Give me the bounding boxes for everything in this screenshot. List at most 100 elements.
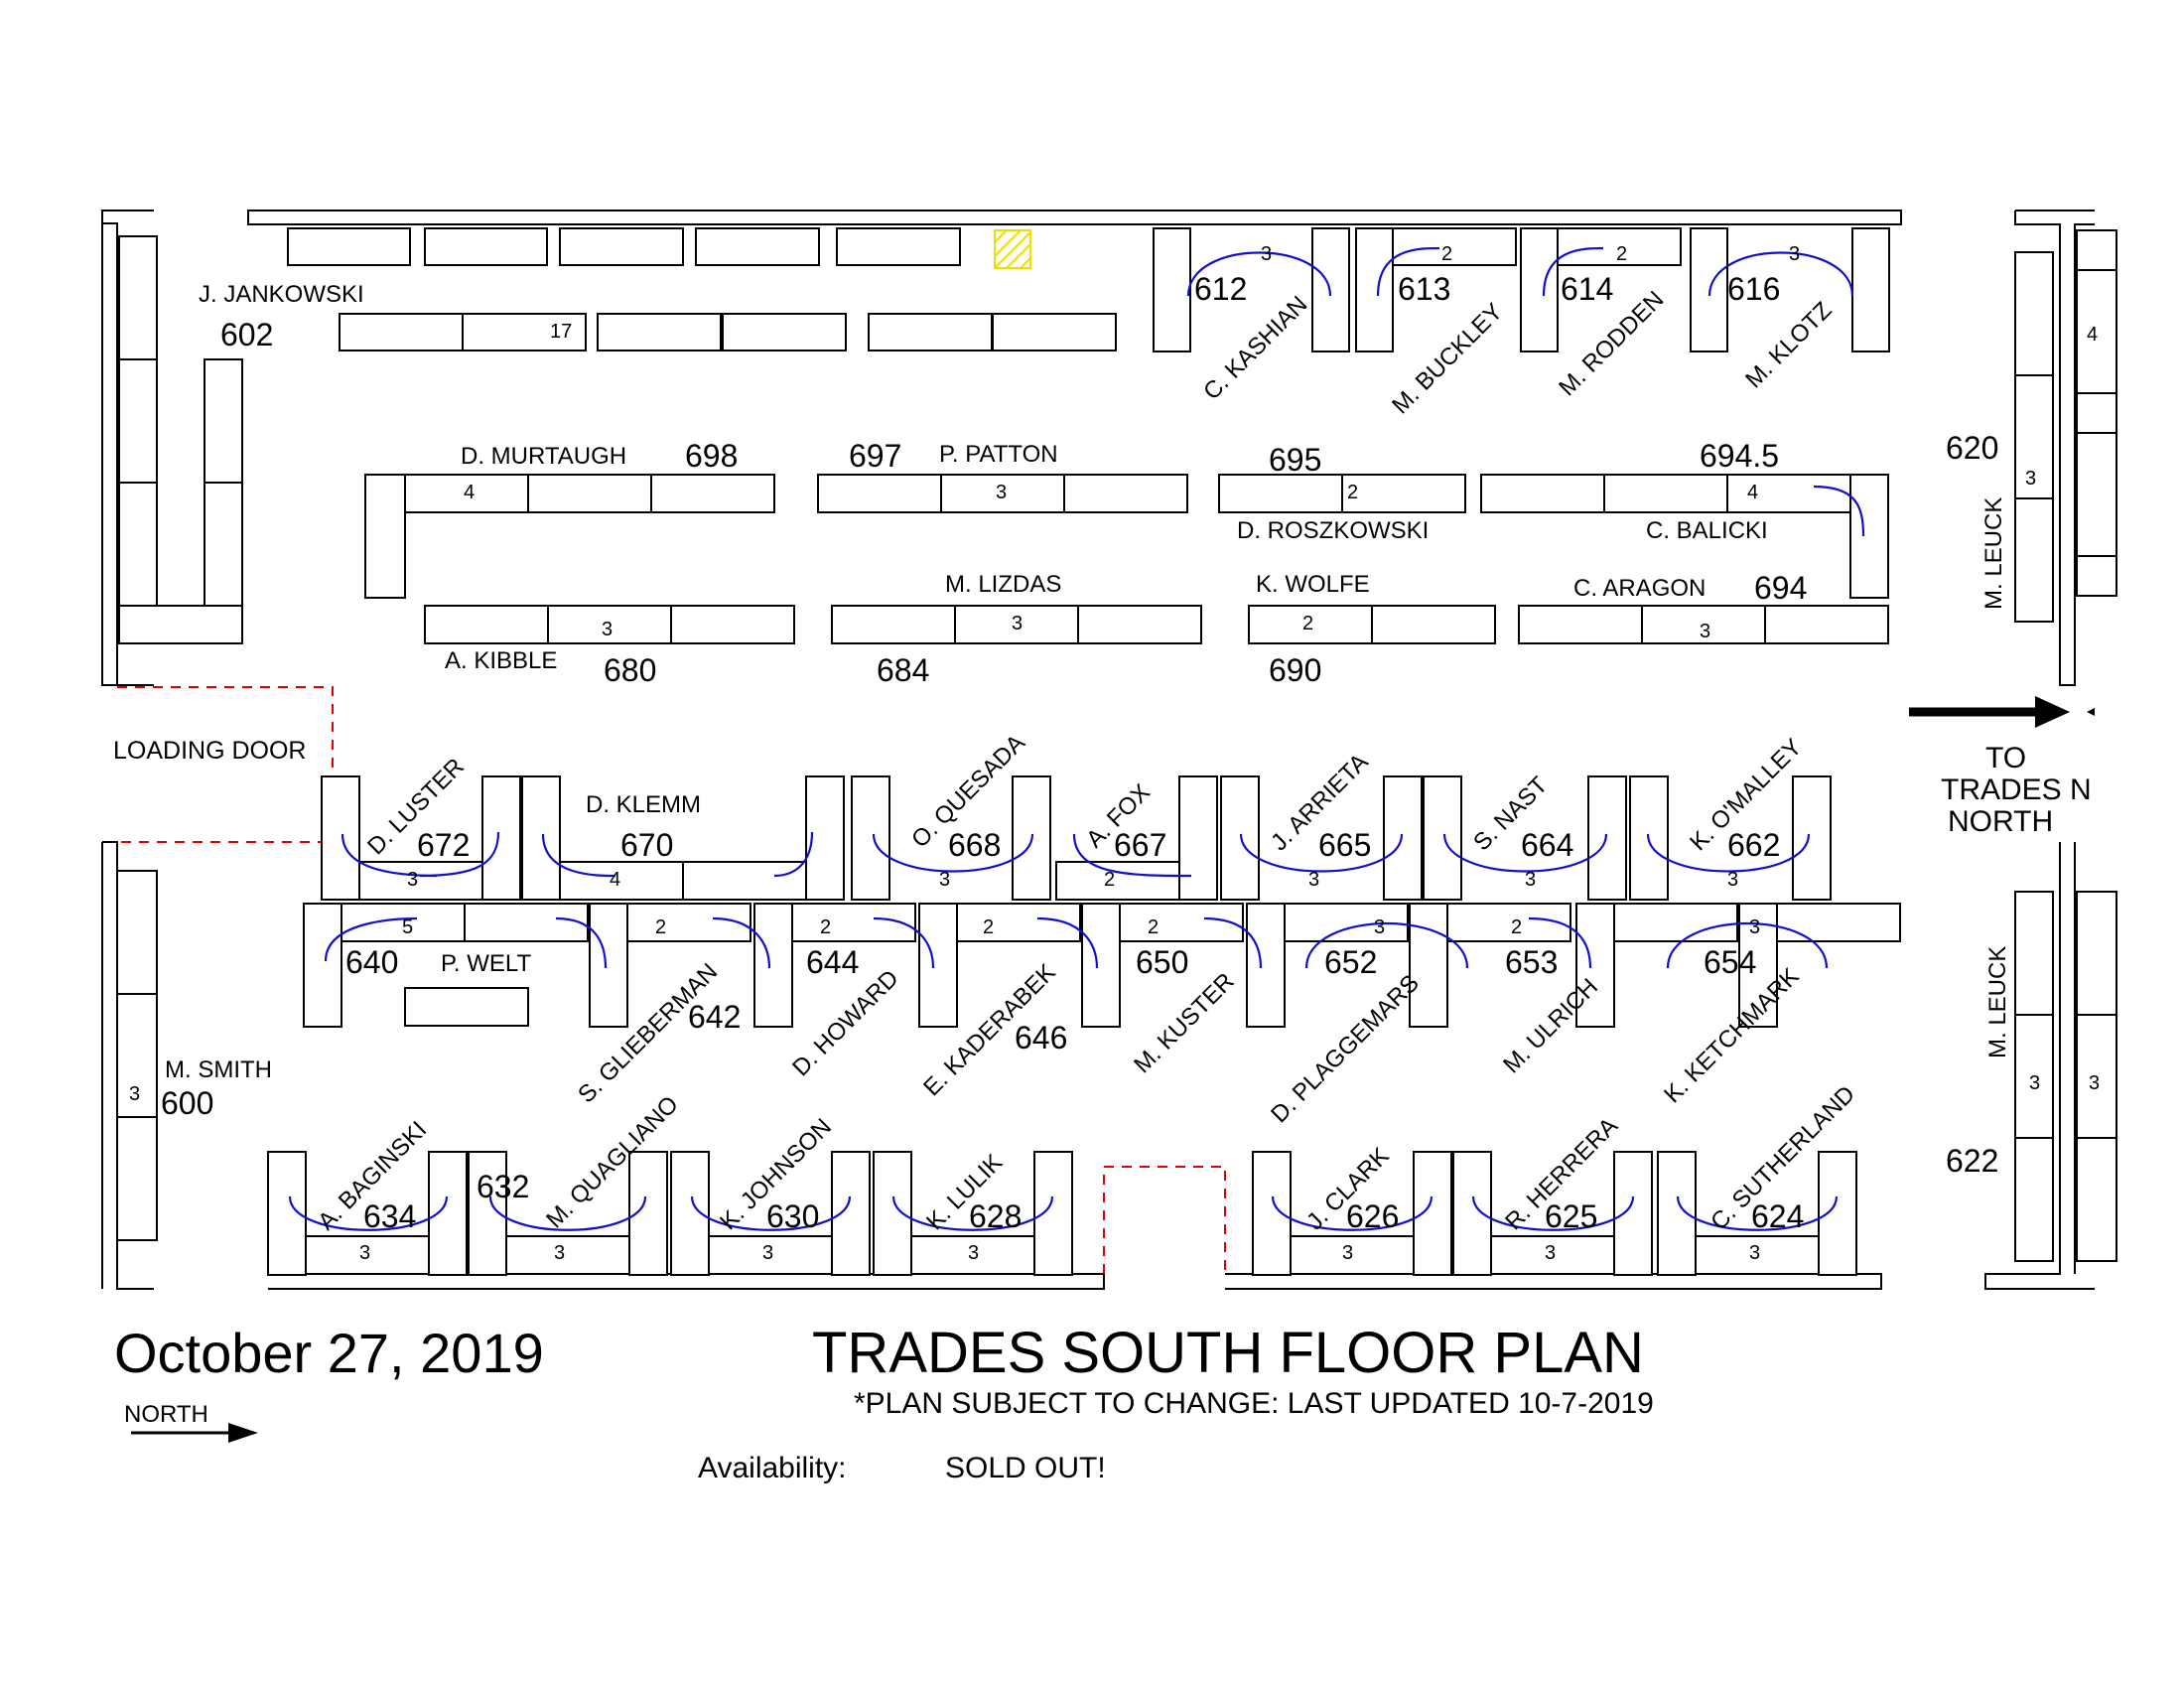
svg-text:698: 698 <box>685 438 738 474</box>
svg-text:D. PLAGGEMARS: D. PLAGGEMARS <box>1266 970 1425 1129</box>
east-wall-upper <box>2014 210 2095 686</box>
svg-text:625: 625 <box>1545 1198 1597 1234</box>
svg-text:3: 3 <box>1374 916 1385 938</box>
top-u-booths <box>1153 227 1890 352</box>
svg-text:3: 3 <box>554 1242 565 1264</box>
exit-label-line-2: TRADES N <box>1941 774 2092 806</box>
loading-door-label: LOADING DOOR <box>113 737 306 765</box>
svg-text:654: 654 <box>1704 944 1756 980</box>
svg-text:3: 3 <box>1261 243 1272 265</box>
svg-text:2: 2 <box>1347 482 1358 503</box>
svg-text:616: 616 <box>1727 271 1780 307</box>
central-lower-booths <box>303 903 1901 1028</box>
svg-text:3: 3 <box>602 619 613 640</box>
svg-text:3: 3 <box>1789 243 1800 265</box>
svg-text:644: 644 <box>806 944 859 980</box>
svg-text:672: 672 <box>417 827 470 863</box>
svg-text:3: 3 <box>2025 468 2036 490</box>
table-counts: 3 2 2 3 3 4 3 2 4 3 3 2 3 3 4 3 2 3 3 3 … <box>129 243 2100 1264</box>
svg-text:A. KIBBLE: A. KIBBLE <box>445 647 557 674</box>
svg-text:3: 3 <box>1308 869 1319 891</box>
svg-text:624: 624 <box>1751 1198 1804 1234</box>
svg-text:602: 602 <box>220 317 273 352</box>
svg-text:5: 5 <box>402 916 413 938</box>
east-tables <box>2014 229 2117 1262</box>
svg-text:3: 3 <box>1525 869 1536 891</box>
svg-text:M. LIZDAS: M. LIZDAS <box>945 571 1061 598</box>
svg-text:3: 3 <box>996 482 1007 503</box>
plan-title: TRADES SOUTH FLOOR PLAN <box>812 1321 1644 1385</box>
svg-text:3: 3 <box>1749 916 1760 938</box>
svg-text:670: 670 <box>620 827 673 863</box>
svg-text:2: 2 <box>1616 243 1627 265</box>
middle-row-tables <box>364 474 1889 644</box>
exit-label-line-3: NORTH <box>1948 805 2053 838</box>
svg-text:3: 3 <box>129 1083 140 1105</box>
svg-text:626: 626 <box>1346 1198 1399 1234</box>
svg-text:684: 684 <box>877 652 929 688</box>
svg-text:646: 646 <box>1015 1020 1067 1055</box>
svg-text:K. KETCHMARK: K. KETCHMARK <box>1659 963 1804 1108</box>
svg-text:2: 2 <box>1104 869 1115 891</box>
south-wall-left <box>268 1273 1105 1290</box>
svg-text:M. KLOTZ: M. KLOTZ <box>1740 297 1837 393</box>
svg-text:17: 17 <box>550 321 572 343</box>
plan-date: October 27, 2019 <box>114 1322 544 1384</box>
svg-text:4: 4 <box>610 869 620 891</box>
booth-arcs <box>288 246 1865 1231</box>
svg-text:P. PATTON: P. PATTON <box>939 441 1058 468</box>
svg-text:697: 697 <box>849 438 901 474</box>
svg-text:2: 2 <box>1441 243 1452 265</box>
svg-text:653: 653 <box>1505 944 1558 980</box>
svg-text:662: 662 <box>1727 827 1780 863</box>
svg-text:614: 614 <box>1561 271 1613 307</box>
svg-text:3: 3 <box>359 1242 370 1264</box>
central-upper-booths <box>321 775 1832 901</box>
svg-text:C. BALICKI: C. BALICKI <box>1646 517 1768 544</box>
svg-text:3: 3 <box>2029 1072 2040 1094</box>
svg-text:J. JANKOWSKI: J. JANKOWSKI <box>199 281 364 308</box>
svg-text:3: 3 <box>1012 613 1023 634</box>
compass-label: NORTH <box>124 1401 208 1428</box>
availability-label: Availability: <box>698 1452 847 1484</box>
svg-text:620: 620 <box>1946 430 1998 466</box>
misc-labels: LOADING DOOR TO TRADES N NORTH NORTH Oct… <box>113 737 2092 1484</box>
svg-text:630: 630 <box>766 1198 819 1234</box>
svg-text:2: 2 <box>820 916 831 938</box>
svg-text:M. LEUCK: M. LEUCK <box>1984 946 2011 1058</box>
svg-text:M. SMITH: M. SMITH <box>165 1056 272 1083</box>
svg-text:4: 4 <box>1747 482 1758 503</box>
south-door-outline <box>1103 1166 1226 1274</box>
plan-notice: *PLAN SUBJECT TO CHANGE: LAST UPDATED 10… <box>854 1387 1654 1420</box>
south-wall-right <box>1225 1273 1882 1290</box>
svg-text:C. KASHIAN: C. KASHIAN <box>1198 291 1312 405</box>
west-wall-upper <box>101 210 154 686</box>
svg-text:667: 667 <box>1114 827 1166 863</box>
svg-text:613: 613 <box>1398 271 1450 307</box>
svg-text:612: 612 <box>1194 271 1247 307</box>
arrows <box>131 696 2095 1443</box>
top-row-tables <box>287 227 1117 352</box>
svg-text:664: 664 <box>1521 827 1573 863</box>
vertical-vendor-names: M. LEUCK M. LEUCK <box>1980 497 2011 1058</box>
svg-text:650: 650 <box>1136 944 1188 980</box>
svg-text:M. LEUCK: M. LEUCK <box>1980 497 2007 610</box>
booth-numbers: 602 612 613 614 616 620 698 697 695 694.… <box>161 271 1998 1234</box>
south-booths <box>267 1151 1857 1276</box>
walls <box>101 210 2095 1290</box>
rotated-vendor-names: C. KASHIAN M. BUCKLEY M. RODDEN M. KLOTZ… <box>313 286 1860 1235</box>
svg-text:3: 3 <box>1342 1242 1353 1264</box>
svg-text:D. KLEMM: D. KLEMM <box>586 791 701 818</box>
svg-text:2: 2 <box>655 916 666 938</box>
svg-text:665: 665 <box>1318 827 1371 863</box>
svg-text:3: 3 <box>1727 869 1738 891</box>
svg-text:2: 2 <box>1148 916 1159 938</box>
svg-text:D. ROSZKOWSKI: D. ROSZKOWSKI <box>1237 517 1429 544</box>
svg-text:640: 640 <box>345 944 398 980</box>
svg-text:P. WELT: P. WELT <box>441 950 531 977</box>
svg-text:3: 3 <box>968 1242 979 1264</box>
svg-text:M. KUSTER: M. KUSTER <box>1129 968 1240 1079</box>
svg-text:690: 690 <box>1269 652 1321 688</box>
svg-text:634: 634 <box>363 1198 416 1234</box>
east-wall-lower <box>1984 842 2095 1290</box>
